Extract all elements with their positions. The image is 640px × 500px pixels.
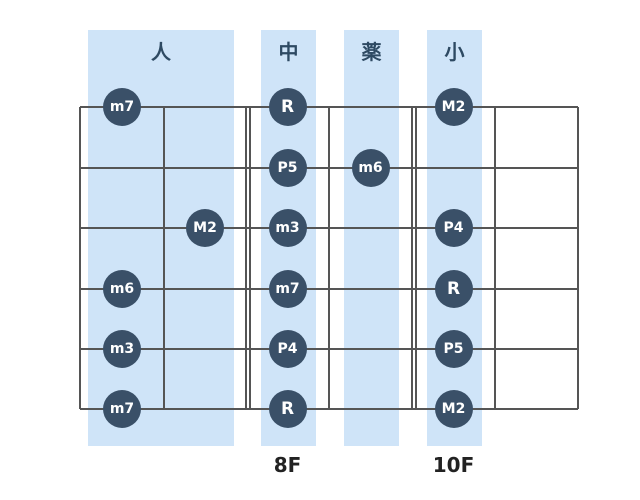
finger-label-4: 小 (444, 40, 465, 64)
note-marker[interactable]: m6 (103, 270, 141, 308)
note-marker[interactable]: m7 (268, 270, 307, 308)
note-marker[interactable]: P5 (268, 149, 307, 187)
fret-line-5 (494, 107, 496, 409)
note-marker[interactable]: m3 (268, 209, 307, 247)
note-marker[interactable]: m7 (103, 88, 141, 126)
fret-line-2 (245, 107, 247, 409)
fret-line-0 (79, 107, 81, 409)
note-marker[interactable]: P4 (434, 209, 473, 247)
note-marker[interactable]: m3 (103, 330, 141, 368)
fret-line-1 (163, 107, 165, 409)
note-marker[interactable]: P5 (434, 330, 473, 368)
note-marker[interactable]: M2 (186, 209, 224, 247)
note-marker[interactable]: R (268, 88, 307, 126)
finger-label-2: 中 (278, 40, 299, 64)
string-line-6 (80, 408, 578, 410)
fret-line-2-double (249, 107, 251, 409)
fret-line-4-double (415, 107, 417, 409)
fret-number-label: 8F (273, 453, 302, 477)
note-marker[interactable]: M2 (434, 88, 473, 126)
finger-label-1: 人 (151, 40, 171, 64)
fret-line-3 (328, 107, 330, 409)
finger-label-3: 薬 (361, 40, 382, 64)
finger-band-3 (344, 30, 399, 446)
note-marker[interactable]: R (434, 270, 473, 308)
note-marker[interactable]: R (268, 390, 307, 428)
note-marker[interactable]: M2 (434, 390, 473, 428)
note-marker[interactable]: P4 (268, 330, 307, 368)
note-marker[interactable]: m7 (103, 390, 141, 428)
fret-line-6 (577, 107, 579, 409)
fret-line-4 (411, 107, 413, 409)
fret-number-label: 10F (432, 453, 475, 477)
note-marker[interactable]: m6 (351, 149, 390, 187)
